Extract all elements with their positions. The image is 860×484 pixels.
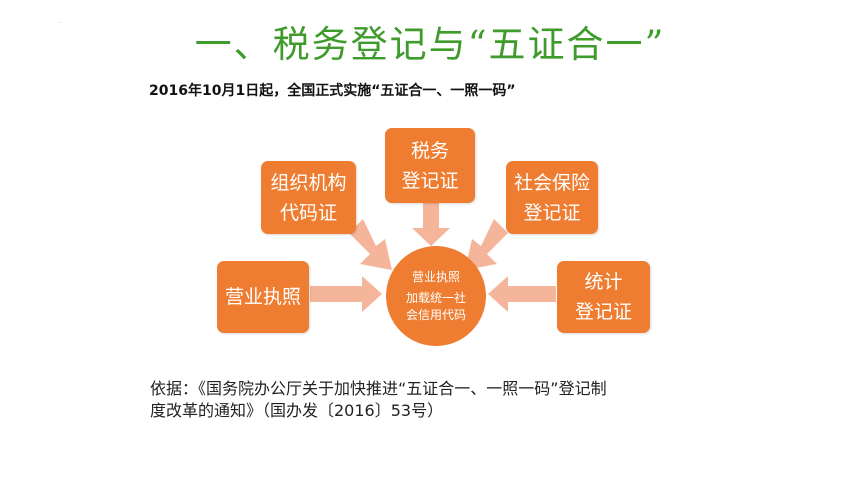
arrow-from-social-insurance [465, 219, 508, 270]
center-line1: 营业执照 [411, 269, 460, 284]
social-insurance-box: 社会保险 登记证 [506, 161, 598, 234]
org-code-box-line2: 代码证 [279, 201, 337, 224]
basis-line1: 依据：《国务院办公厅关于加快推进“五证合一、一照一码”登记制 [150, 379, 607, 398]
basis-line2: 度改革的通知》（国办发〔2016〕53号） [150, 401, 444, 420]
org-code-box-line1: 组织机构 [270, 171, 347, 194]
tax-box-line2: 登记证 [401, 169, 459, 192]
page-title: 一、税务登记与“五证合一” [194, 23, 666, 66]
stats-box-line2: 登记证 [574, 301, 632, 323]
arrow-from-business-license [310, 276, 382, 312]
tax-registration-box: 税务 登记证 [385, 128, 475, 203]
social-box-line2: 登记证 [523, 201, 581, 224]
org-code-box: 组织机构 代码证 [261, 161, 356, 234]
center-line2: 加载统一社 [405, 290, 466, 305]
statistics-registration-box: 统计 登记证 [557, 261, 650, 333]
legal-basis-text: 依据：《国务院办公厅关于加快推进“五证合一、一照一码”登记制 度改革的通知》（国… [150, 378, 730, 422]
arrow-from-stats [488, 276, 556, 312]
arrow-from-org-code [349, 219, 392, 270]
center-circle: 营业执照 加载统一社 会信用代码 [386, 246, 486, 346]
stats-box-line1: 统计 [584, 271, 623, 293]
tax-box-line1: 税务 [410, 139, 449, 162]
decorative-dot: · [59, 20, 61, 27]
business-box-line1: 营业执照 [224, 286, 301, 308]
business-license-box: 营业执照 [217, 261, 309, 333]
arrow-from-tax [412, 203, 450, 246]
center-line3: 会信用代码 [405, 307, 466, 322]
subtitle: 2016年10月1日起，全国正式实施“五证合一、一照一码” [149, 83, 516, 99]
social-box-line1: 社会保险 [513, 171, 590, 194]
